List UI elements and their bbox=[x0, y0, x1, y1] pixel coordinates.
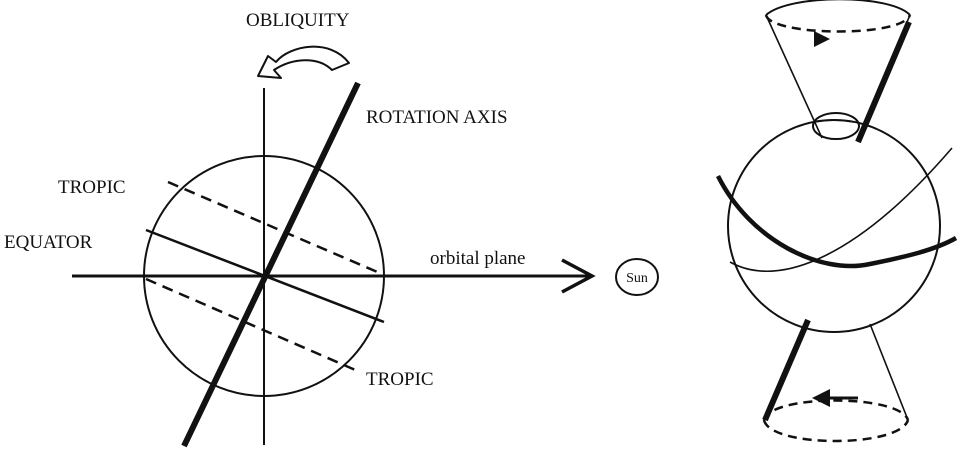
obliquity-label: OBLIQUITY bbox=[246, 10, 350, 31]
tropic-top-label: TROPIC bbox=[58, 177, 126, 198]
upper-precession-arrow-icon bbox=[814, 31, 830, 47]
sun-label: Sun bbox=[626, 271, 648, 286]
tropic-bottom-line bbox=[146, 279, 360, 372]
orbital-plane-label: orbital plane bbox=[430, 248, 526, 269]
rotation-axis-label: ROTATION AXIS bbox=[366, 107, 508, 128]
lower-precession-arrow-icon bbox=[812, 389, 858, 407]
lower-axis-segment bbox=[765, 320, 808, 420]
right-globe-circle bbox=[728, 120, 940, 332]
obliquity-curved-arrow-icon bbox=[258, 47, 349, 78]
rotation-axis-line bbox=[184, 83, 358, 446]
tropic-bottom-label: TROPIC bbox=[366, 369, 434, 390]
polar-ring bbox=[813, 113, 859, 139]
thick-equator-curve bbox=[718, 176, 956, 266]
lower-precession-cone bbox=[764, 324, 908, 441]
equator-label: EQUATOR bbox=[4, 232, 93, 253]
